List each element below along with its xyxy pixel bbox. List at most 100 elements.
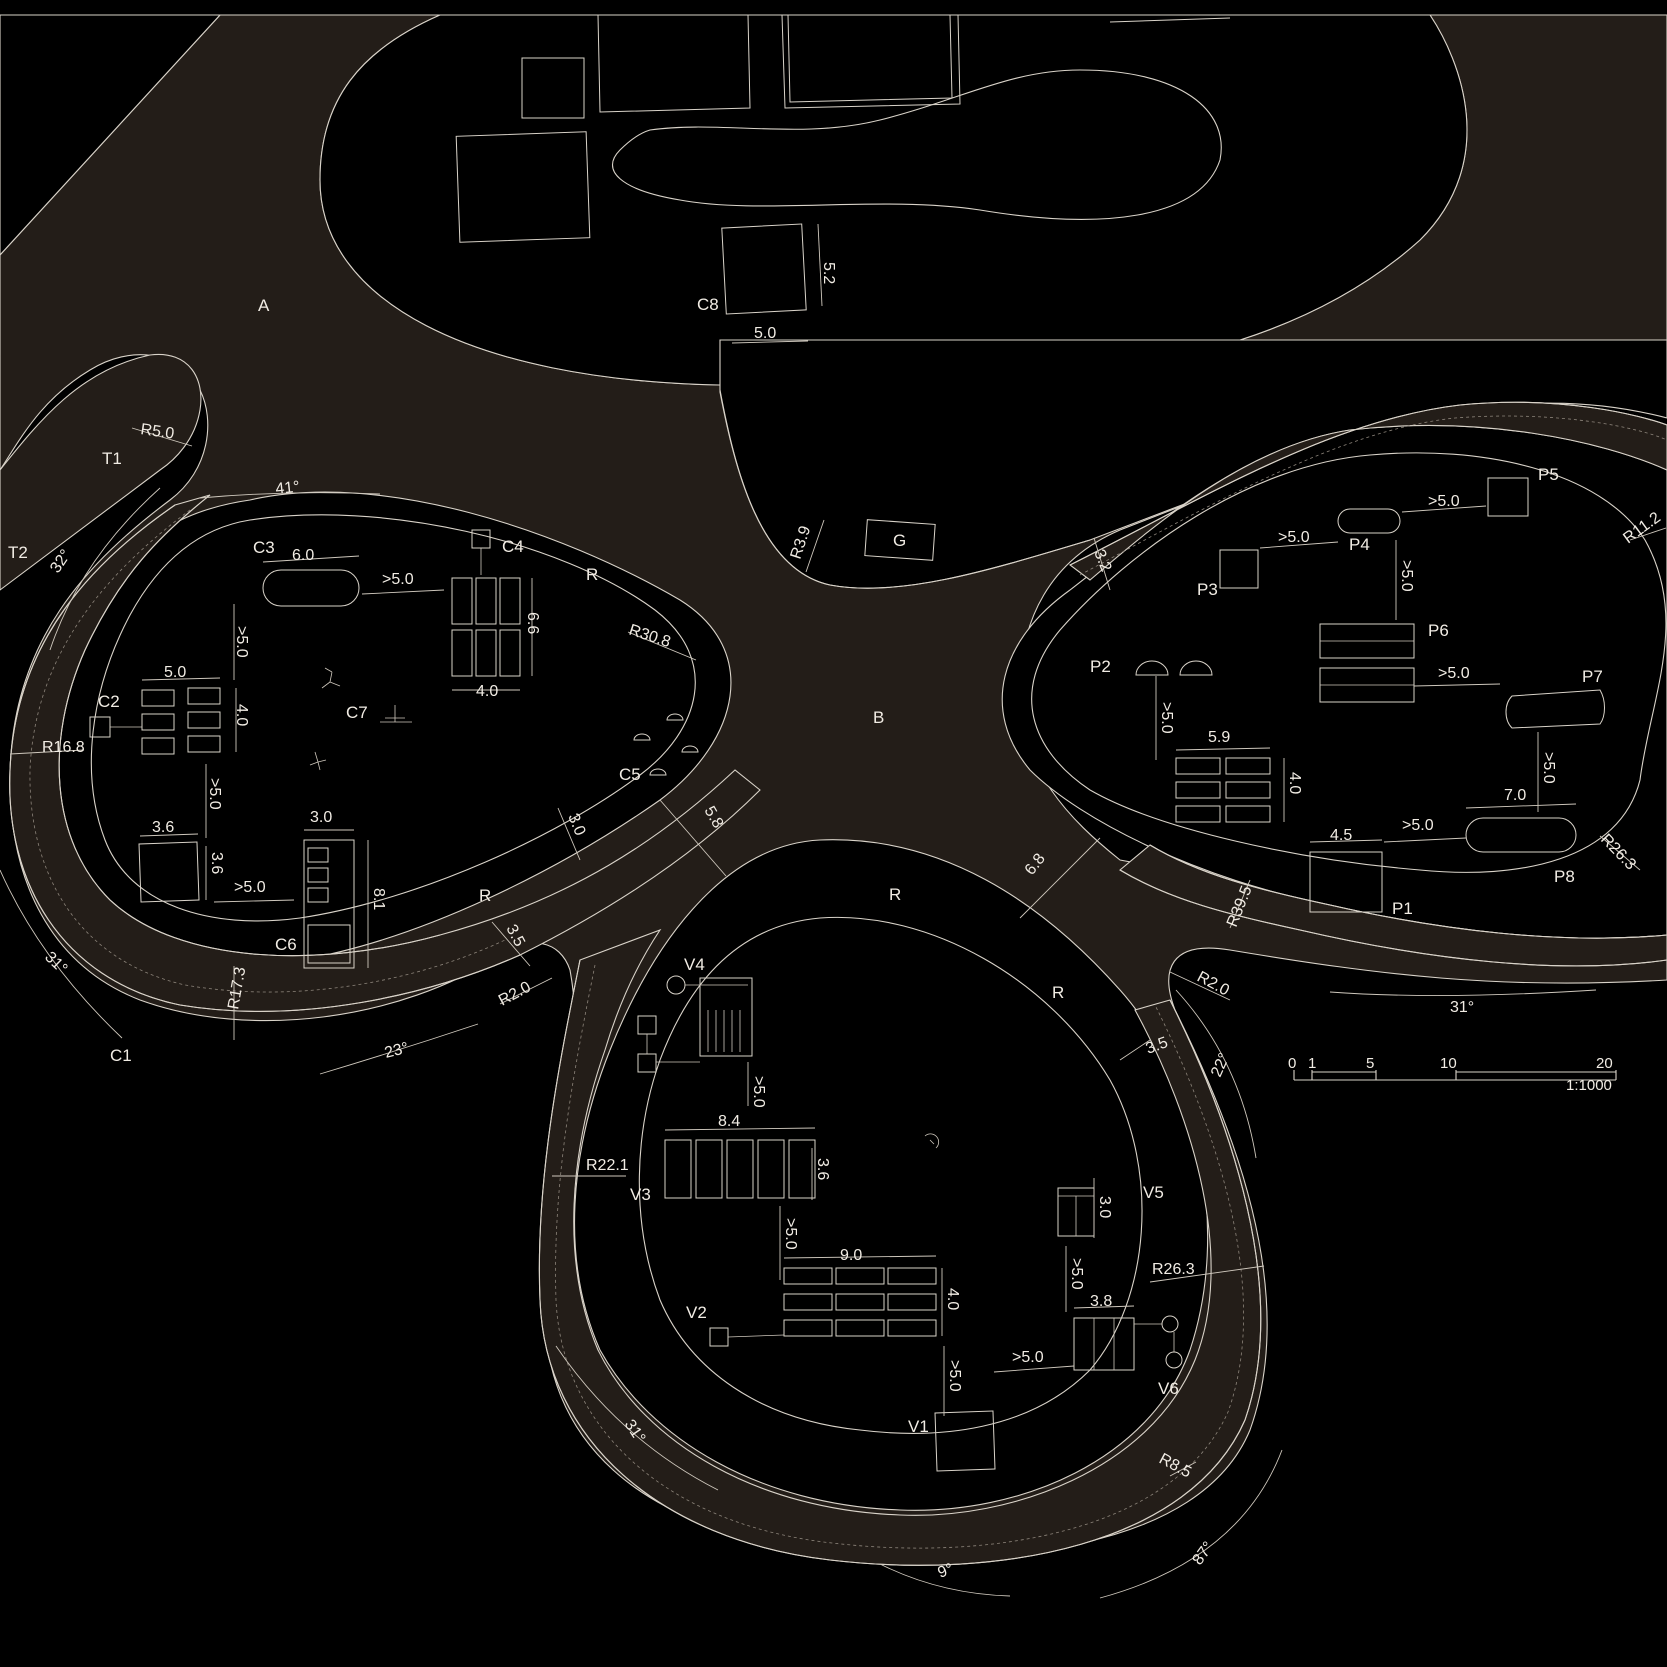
item-p6-label: P6 — [1428, 621, 1449, 640]
bottom-lobe-equipment — [637, 975, 1183, 1472]
zone-r-label: R — [479, 886, 491, 905]
dim-label: 3.6 — [814, 1158, 831, 1180]
c2-grid — [141, 687, 221, 755]
item-p3-label: P3 — [1197, 580, 1218, 599]
radius-label: R22.1 — [586, 1157, 629, 1174]
dim-label: 4.0 — [233, 704, 250, 726]
dim-label: 3.6 — [208, 852, 225, 874]
p2-domes — [1135, 660, 1213, 676]
v-grid — [783, 1267, 937, 1337]
item-p2-label: P2 — [1090, 657, 1111, 676]
angle-label: 22° — [1208, 1051, 1233, 1080]
scale-tick-label: 0 — [1288, 1055, 1296, 1072]
p7-tube — [1505, 689, 1605, 729]
c1-box — [138, 841, 200, 903]
item-c8-label: C8 — [697, 295, 719, 314]
dim-label: >5.0 — [750, 1076, 767, 1108]
center-symbol — [924, 1133, 940, 1149]
dim-label: >5.0 — [1438, 665, 1470, 682]
ground-surface — [0, 14, 1667, 1558]
v4-block — [699, 977, 753, 1057]
dim-label: 5.2 — [820, 262, 837, 284]
ring-paths — [0, 353, 1667, 1566]
dim-label: 6.0 — [292, 547, 314, 564]
width-label: 3.5 — [1144, 1034, 1171, 1058]
dim-label: 4.0 — [944, 1288, 961, 1310]
dim-label: >5.0 — [1402, 817, 1434, 834]
radius-label: R2.0 — [496, 979, 534, 1010]
dim-label: 5.0 — [754, 325, 776, 342]
scale-labels: 0 1 5 10 20 1:1000 — [1288, 1055, 1613, 1094]
angle-label: 9° — [936, 1561, 956, 1582]
c8-building — [721, 223, 807, 315]
radius-label: R5.0 — [139, 421, 175, 443]
angle-label: 23° — [383, 1040, 411, 1062]
right-lobe-equipment — [1135, 477, 1605, 913]
dim-label: 4.0 — [476, 683, 498, 700]
item-c3-label: C3 — [253, 538, 275, 557]
p5-box — [1487, 477, 1529, 517]
item-c1-label: C1 — [110, 1046, 132, 1065]
dim-label: 9.0 — [840, 1247, 862, 1264]
angle-label: 31° — [41, 949, 70, 978]
p3-box — [1219, 549, 1259, 589]
inner-boundaries — [90, 69, 1667, 1434]
p4-pad — [1337, 508, 1401, 534]
c5-domes — [633, 713, 699, 776]
radius-label: R26.3 — [1152, 1261, 1195, 1278]
zone-a-label: A — [258, 296, 270, 315]
zone-labels: A B G R R R R — [258, 296, 1064, 1002]
dim-label: 3.8 — [1090, 1293, 1112, 1310]
dimension-lines — [139, 223, 1577, 1416]
zone-r-label: R — [586, 565, 598, 584]
item-labels: C1 C2 C3 C4 C5 C6 C7 C8 P1 P2 P3 P4 P5 P… — [8, 295, 1603, 1436]
dim-label: 3.0 — [1096, 1196, 1113, 1218]
scale-bar — [1293, 1070, 1617, 1081]
scale-ratio-label: 1:1000 — [1566, 1077, 1612, 1094]
p-grid — [1175, 757, 1271, 823]
item-t2-label: T2 — [8, 543, 28, 562]
v3-block — [664, 1139, 816, 1199]
angle-label: 31° — [1450, 999, 1474, 1016]
scale-tick-label: 5 — [1366, 1055, 1374, 1072]
item-c2-label: C2 — [98, 692, 120, 711]
item-p5-label: P5 — [1538, 465, 1559, 484]
dimension-labels: 5.0 5.2 6.0 >5.0 6.6 4.0 5.0 >5.0 4.0 >5… — [152, 262, 1557, 1392]
item-v1-label: V1 — [908, 1417, 929, 1436]
dim-label: >5.0 — [1540, 752, 1557, 784]
radius-label: R16.8 — [42, 739, 85, 756]
scale-tick-label: 10 — [1440, 1055, 1457, 1072]
dim-label: >5.0 — [1068, 1258, 1085, 1290]
v6-block — [1073, 1315, 1183, 1371]
radius-label: R2.0 — [1194, 969, 1232, 1000]
dim-label: >5.0 — [946, 1360, 963, 1392]
dim-label: 6.6 — [524, 612, 541, 634]
item-p7-label: P7 — [1582, 667, 1603, 686]
item-c6-label: C6 — [275, 935, 297, 954]
zone-r-label: R — [889, 885, 901, 904]
top-buildings — [455, 14, 1231, 561]
dim-label: 5.9 — [1208, 729, 1230, 746]
dim-label: >5.0 — [206, 778, 223, 810]
item-c7-label: C7 — [346, 703, 368, 722]
zone-r-label: R — [1052, 983, 1064, 1002]
dim-label: >5.0 — [1428, 493, 1460, 510]
item-c4-label: C4 — [502, 537, 524, 556]
c4-grid — [451, 577, 521, 677]
dim-label: 4.0 — [1286, 772, 1303, 794]
dim-label: >5.0 — [1278, 529, 1310, 546]
item-v5-label: V5 — [1143, 1183, 1164, 1202]
p1-box — [1309, 851, 1383, 913]
angle-label: 87° — [1189, 1539, 1217, 1569]
dim-label: >5.0 — [1398, 560, 1415, 592]
dim-label: >5.0 — [233, 626, 250, 658]
dim-label: 4.5 — [1330, 827, 1352, 844]
item-v3-label: V3 — [630, 1185, 651, 1204]
item-t1-label: T1 — [102, 449, 122, 468]
zone-b-label: B — [873, 708, 884, 727]
dim-label: >5.0 — [1158, 702, 1175, 734]
item-v4-label: V4 — [684, 955, 705, 974]
g-building — [864, 519, 936, 561]
